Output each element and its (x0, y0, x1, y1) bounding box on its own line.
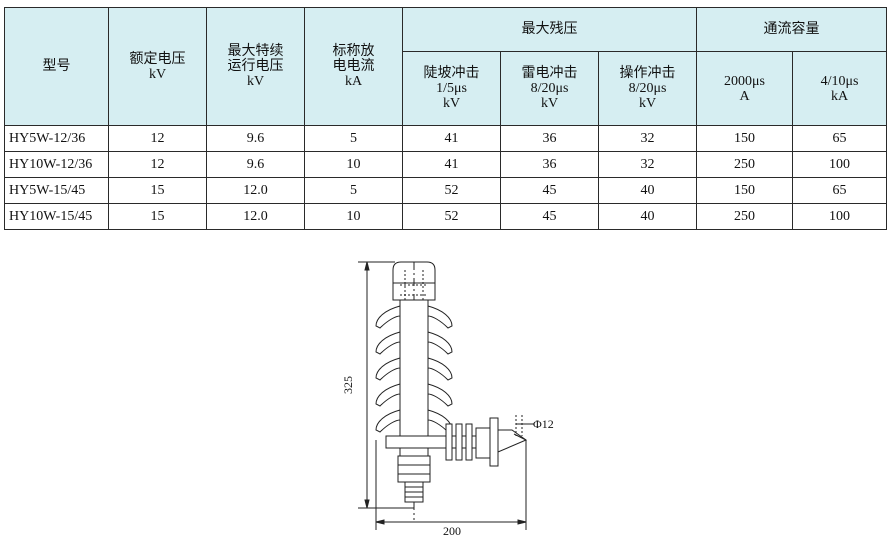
height-dimension-label: 325 (341, 376, 355, 394)
cell-steep: 52 (402, 203, 501, 230)
cell-nominal: 5 (304, 125, 403, 152)
header-short-duration: 4/10μs kA (792, 51, 887, 126)
cell-lightning: 45 (500, 203, 599, 230)
cell-lightning: 36 (500, 125, 599, 152)
cell-steep: 41 (402, 151, 501, 178)
cell-mcov: 12.0 (206, 177, 305, 204)
cell-short: 65 (792, 177, 887, 204)
cell-rated: 12 (108, 125, 207, 152)
spec-table: 型号 额定电压 kV 最大特续 运行电压 kV 标称放 电电流 kA 最大残压 … (4, 7, 887, 230)
cell-switching: 40 (598, 177, 697, 204)
header-model: 型号 (4, 7, 109, 126)
table-row: HY10W-15/45 15 12.0 10 52 45 40 250 100 (4, 203, 887, 230)
width-dimension-label: 200 (443, 524, 461, 538)
cell-short: 100 (792, 203, 887, 230)
header-nominal-discharge-current: 标称放 电电流 kA (304, 7, 403, 126)
header-flow-capacity: 通流容量 (696, 7, 887, 52)
cell-model: HY10W-12/36 (4, 151, 109, 178)
cell-short: 100 (792, 151, 887, 178)
cell-rated: 12 (108, 151, 207, 178)
cell-mcov: 12.0 (206, 203, 305, 230)
cell-rated: 15 (108, 203, 207, 230)
table-row: HY5W-15/45 15 12.0 5 52 45 40 150 65 (4, 177, 887, 204)
cell-nominal: 10 (304, 151, 403, 178)
cell-long: 250 (696, 151, 793, 178)
cell-short: 65 (792, 125, 887, 152)
cell-model: HY5W-15/45 (4, 177, 109, 204)
diameter-label: Φ12 (533, 417, 554, 431)
cell-switching: 40 (598, 203, 697, 230)
cell-long: 250 (696, 203, 793, 230)
header-lightning-impulse: 雷电冲击 8/20μs kV (500, 51, 599, 126)
header-switching-impulse: 操作冲击 8/20μs kV (598, 51, 697, 126)
cell-rated: 15 (108, 177, 207, 204)
cell-long: 150 (696, 177, 793, 204)
cell-model: HY10W-15/45 (4, 203, 109, 230)
cell-switching: 32 (598, 151, 697, 178)
header-max-residual-voltage: 最大残压 (402, 7, 697, 52)
header-max-continuous-voltage: 最大特续 运行电压 kV (206, 7, 305, 126)
cell-lightning: 45 (500, 177, 599, 204)
cell-nominal: 10 (304, 203, 403, 230)
cell-steep: 41 (402, 125, 501, 152)
header-steep-impulse: 陡坡冲击 1/5μs kV (402, 51, 501, 126)
cell-long: 150 (696, 125, 793, 152)
